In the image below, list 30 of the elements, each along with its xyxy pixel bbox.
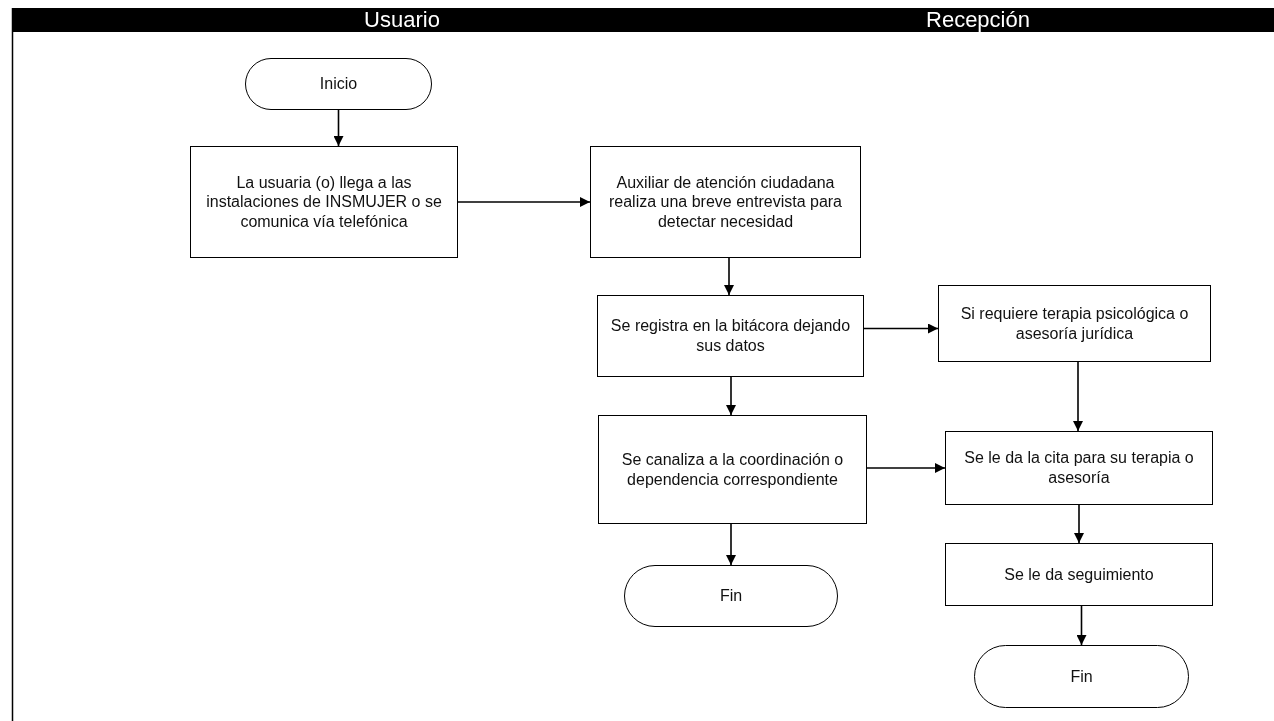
arrow — [866, 463, 946, 473]
arrow — [1076, 605, 1087, 646]
step-text: Se canaliza a la coordinación o dependencia correspondiente — [620, 450, 845, 489]
step-text: Se le da la cita para su terapia o asesoría — [963, 448, 1195, 488]
step-text: Se registra en la bitácora dejando sus datos — [609, 316, 852, 356]
step-text: La usuaria (o) llega a las instalaciones de INSMUJER o se comunica vía telefónica — [205, 172, 443, 232]
arrow — [863, 323, 939, 334]
arrow — [333, 109, 344, 147]
terminal-shape — [245, 58, 432, 110]
process-box — [597, 295, 864, 377]
arrow — [724, 257, 734, 296]
step-text: Fin — [1070, 666, 1093, 687]
process-box — [190, 146, 458, 258]
process-box — [945, 431, 1213, 505]
step-text: Auxiliar de atención ciudadana realiza una breve entrevista para detectar necesidad — [608, 172, 843, 232]
process-box — [598, 415, 867, 524]
arrow — [1074, 504, 1084, 544]
arrow — [726, 376, 736, 416]
process-box — [945, 543, 1213, 606]
step-text: Fin — [719, 586, 743, 606]
arrow — [726, 523, 736, 566]
process-box — [590, 146, 861, 258]
lane-title: Usuario — [363, 8, 441, 32]
arrow — [1073, 361, 1083, 432]
process-box — [938, 285, 1211, 362]
step-text: Inicio — [319, 74, 358, 94]
arrow — [457, 197, 591, 207]
step-text: Se le da seguimiento — [1004, 564, 1154, 585]
lane-title: Recepción — [925, 8, 1031, 32]
step-text: Si requiere terapia psicológica o asesoría jurídica — [959, 304, 1190, 343]
